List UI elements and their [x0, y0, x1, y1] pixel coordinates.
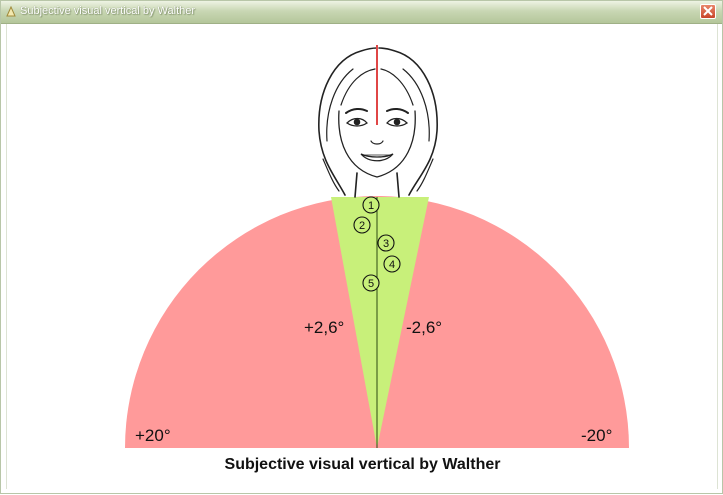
marker-1-label: 1 [368, 200, 374, 212]
title-bar[interactable]: Subjective visual vertical by Walther [1, 1, 722, 24]
marker-2-label: 2 [359, 220, 365, 232]
marker-4-label: 4 [389, 259, 395, 271]
window-right-edge [717, 24, 718, 489]
marker-1: 1 [362, 196, 380, 214]
inner-zone [331, 197, 429, 448]
marker-3: 3 [377, 234, 395, 252]
close-icon [703, 6, 713, 16]
label-left-outer: +20° [135, 426, 171, 445]
diagram-caption: Subjective visual vertical by Walther [224, 456, 501, 473]
marker-2: 2 [353, 216, 371, 234]
window-left-edge [6, 24, 7, 489]
marker-4: 4 [383, 255, 401, 273]
label-right-outer: -20° [581, 426, 613, 445]
markers: 1 2 3 4 5 [353, 196, 401, 292]
face-illustration [318, 47, 438, 198]
label-right-inner: -2,6° [406, 318, 443, 337]
app-icon [6, 6, 16, 17]
marker-5-label: 5 [368, 278, 374, 290]
window-title: Subjective visual vertical by Walther [20, 5, 196, 17]
label-left-inner: +2,6° [304, 318, 345, 337]
close-button[interactable] [700, 4, 716, 19]
marker-5: 5 [362, 274, 380, 292]
marker-3-label: 3 [383, 238, 389, 250]
